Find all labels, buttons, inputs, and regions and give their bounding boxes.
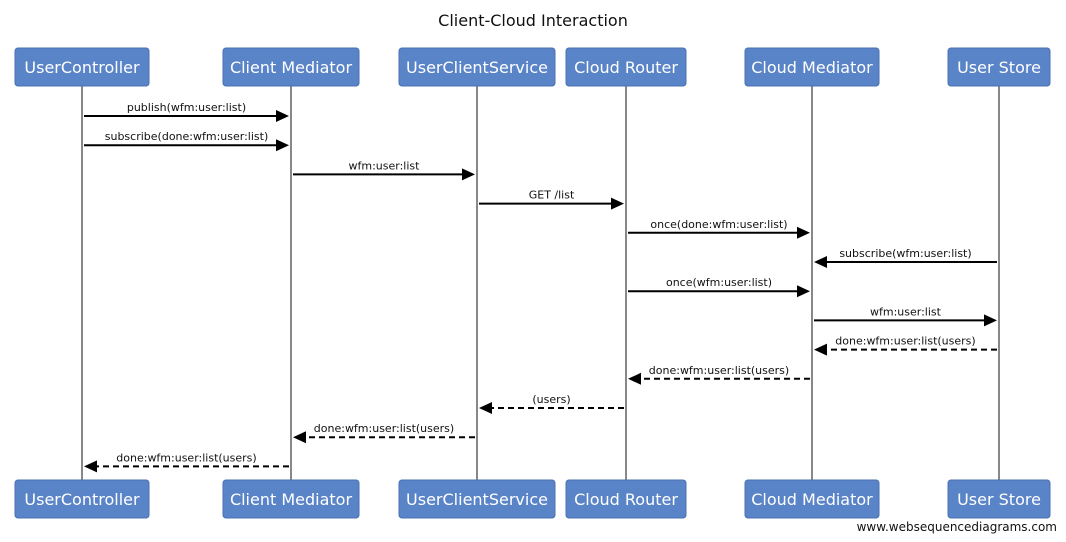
- participant-box: [222, 479, 360, 519]
- diagram-title: Client-Cloud Interaction: [438, 11, 628, 30]
- participant-ucs-top: UserClientService: [398, 47, 556, 87]
- message-label: wfm:user:list: [870, 305, 942, 318]
- message-13: done:wfm:user:list(users): [84, 451, 289, 473]
- message-8: wfm:user:list: [814, 305, 997, 327]
- participant-label: Cloud Mediator: [751, 490, 873, 509]
- message-2: subscribe(done:wfm:user:list): [84, 130, 289, 152]
- participant-ucs-bottom: UserClientService: [398, 479, 556, 519]
- arrowhead-icon: [84, 460, 97, 473]
- participant-label: Client Mediator: [230, 490, 353, 509]
- message-label: wfm:user:list: [349, 159, 421, 172]
- participant-box: [565, 47, 687, 87]
- arrowhead-icon: [984, 314, 997, 327]
- arrowhead-icon: [611, 197, 624, 210]
- participant-us-bottom: User Store: [947, 479, 1051, 519]
- participant-label: Cloud Router: [574, 58, 678, 77]
- participant-box: [565, 479, 687, 519]
- messages: publish(wfm:user:list) subscribe(done:wfm…: [84, 101, 997, 473]
- message-6: subscribe(wfm:user:list): [814, 247, 997, 268]
- participant-label: Client Mediator: [230, 58, 353, 77]
- participant-cr-top: Cloud Router: [565, 47, 687, 87]
- arrowhead-icon: [462, 168, 475, 181]
- arrowhead-icon: [797, 226, 810, 239]
- arrowhead-icon: [797, 285, 810, 298]
- participant-box: [947, 47, 1051, 87]
- participant-label: UserClientService: [406, 490, 548, 509]
- message-label: (users): [532, 393, 570, 406]
- participant-box: [398, 47, 556, 87]
- participant-label: UserClientService: [406, 58, 548, 77]
- arrowhead-icon: [628, 372, 641, 385]
- participant-box: [744, 479, 880, 519]
- message-label: done:wfm:user:list(users): [649, 364, 789, 377]
- participant-us-top: User Store: [947, 47, 1051, 87]
- participant-label: Cloud Router: [574, 490, 678, 509]
- participant-cr-bottom: Cloud Router: [565, 479, 687, 519]
- message-label: once(wfm:user:list): [666, 276, 772, 289]
- message-label: GET /list: [529, 189, 575, 202]
- arrowhead-icon: [814, 256, 827, 268]
- participant-box: [947, 479, 1051, 519]
- message-label: publish(wfm:user:list): [127, 101, 246, 114]
- message-5: once(done:wfm:user:list): [628, 218, 810, 239]
- participant-box: [222, 47, 360, 87]
- message-7: once(wfm:user:list): [628, 276, 810, 298]
- participant-label: Cloud Mediator: [751, 58, 873, 77]
- message-10: done:wfm:user:list(users): [628, 364, 810, 385]
- arrowhead-icon: [479, 402, 492, 414]
- participant-box: [14, 47, 150, 87]
- arrowhead-icon: [293, 431, 306, 444]
- participant-cdm-bottom: Cloud Mediator: [744, 479, 880, 519]
- message-label: done:wfm:user:list(users): [116, 451, 256, 464]
- participant-box: [398, 479, 556, 519]
- arrowhead-icon: [276, 139, 289, 152]
- participant-cdm-top: Cloud Mediator: [744, 47, 880, 87]
- message-11: (users): [479, 393, 624, 414]
- participant-label: User Store: [957, 490, 1041, 509]
- message-1: publish(wfm:user:list): [84, 101, 289, 122]
- participant-uc-top: UserController: [14, 47, 150, 87]
- message-label: subscribe(wfm:user:list): [839, 247, 971, 260]
- participant-box: [14, 479, 150, 519]
- participant-label: UserController: [24, 58, 140, 77]
- message-12: done:wfm:user:list(users): [293, 422, 475, 444]
- participant-label: UserController: [24, 490, 140, 509]
- participant-cm-bottom: Client Mediator: [222, 479, 360, 519]
- message-label: subscribe(done:wfm:user:list): [105, 130, 269, 143]
- message-label: once(done:wfm:user:list): [650, 218, 787, 231]
- arrowhead-icon: [276, 110, 289, 122]
- participant-box: [744, 47, 880, 87]
- message-label: done:wfm:user:list(users): [835, 335, 975, 348]
- participant-uc-bottom: UserController: [14, 479, 150, 519]
- lifelines: [81, 86, 1000, 480]
- watermark: www.websequencediagrams.com: [857, 520, 1057, 534]
- participant-cm-top: Client Mediator: [222, 47, 360, 87]
- message-label: done:wfm:user:list(users): [314, 422, 454, 435]
- message-4: GET /list: [479, 189, 624, 210]
- participant-label: User Store: [957, 58, 1041, 77]
- message-9: done:wfm:user:list(users): [814, 335, 997, 356]
- message-3: wfm:user:list: [293, 159, 475, 181]
- arrowhead-icon: [814, 343, 827, 356]
